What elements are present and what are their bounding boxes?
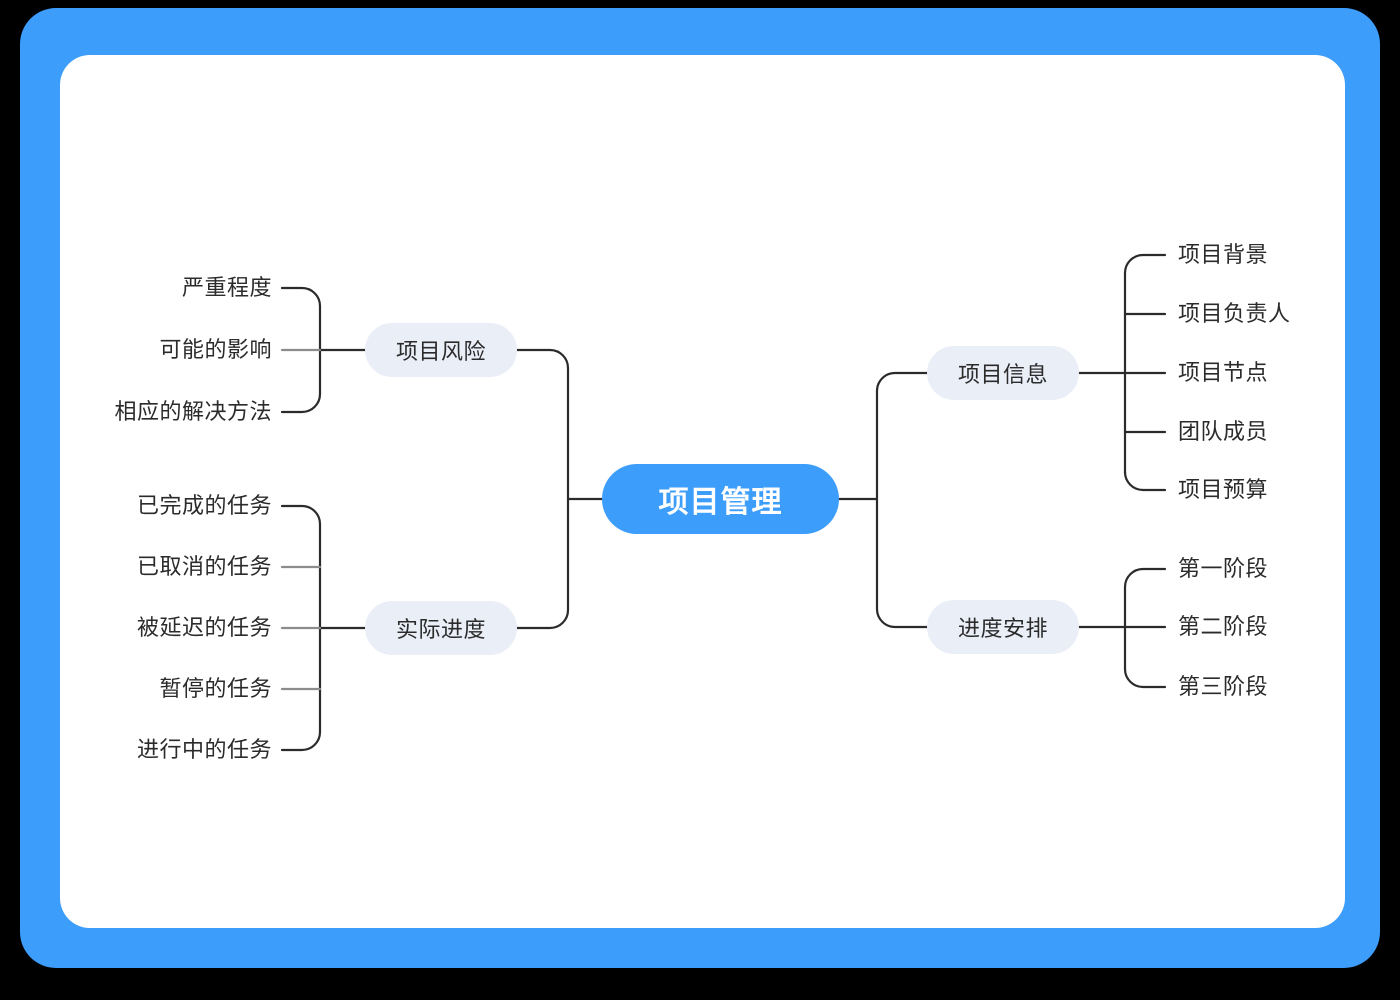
leaf-info-background[interactable]: 项目背景: [1178, 242, 1269, 267]
branch-node-label: 项目信息: [957, 362, 1048, 387]
branch-node-schedule[interactable]: 进度安排: [927, 600, 1079, 654]
leaf-progress-ongoing[interactable]: 进行中的任务: [136, 737, 272, 762]
branch-node-actual-progress[interactable]: 实际进度: [365, 601, 517, 655]
leaf-progress-paused[interactable]: 暂停的任务: [159, 676, 272, 701]
leaf-progress-completed[interactable]: 已完成的任务: [136, 493, 272, 518]
branch-node-label: 实际进度: [395, 617, 486, 642]
root-node-project-management[interactable]: 项目管理: [602, 464, 839, 534]
leaf-info-team[interactable]: 团队成员: [1178, 419, 1269, 444]
leaf-risk-severity[interactable]: 严重程度: [181, 275, 272, 300]
leaf-info-budget[interactable]: 项目预算: [1178, 477, 1269, 502]
branch-node-label: 项目风险: [395, 339, 486, 364]
branch-node-project-risk[interactable]: 项目风险: [365, 323, 517, 377]
root-node-label: 项目管理: [658, 486, 783, 519]
leaf-schedule-phase-3[interactable]: 第三阶段: [1178, 674, 1269, 699]
leaf-progress-cancelled[interactable]: 已取消的任务: [136, 554, 272, 579]
branch-node-project-info[interactable]: 项目信息: [927, 346, 1079, 400]
leaf-progress-delayed[interactable]: 被延迟的任务: [136, 615, 272, 640]
leaf-schedule-phase-1[interactable]: 第一阶段: [1178, 556, 1269, 581]
leaf-risk-solution[interactable]: 相应的解决方法: [114, 399, 272, 424]
leaf-info-owner[interactable]: 项目负责人: [1178, 301, 1291, 326]
leaf-schedule-phase-2[interactable]: 第二阶段: [1178, 614, 1269, 639]
leaf-info-milestone[interactable]: 项目节点: [1178, 360, 1269, 385]
branch-node-label: 进度安排: [957, 616, 1048, 641]
leaf-risk-impact[interactable]: 可能的影响: [159, 337, 272, 362]
